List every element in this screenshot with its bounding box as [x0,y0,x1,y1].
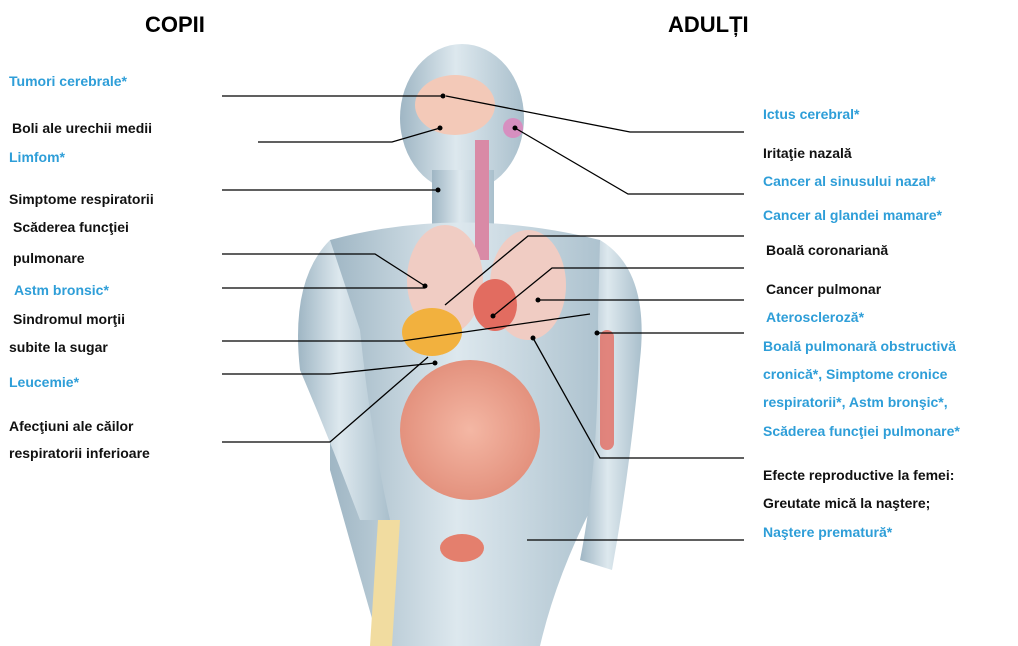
label-stroke: Ictus cerebral* [763,104,860,125]
label-leukemia: Leucemie* [9,372,79,393]
label-coronary: Boală coronariană [766,240,888,261]
dot-nasal [513,126,518,131]
dot-lung-right [536,298,541,303]
label-sids-2: subite la sugar [9,337,108,358]
label-lung-function-2: pulmonare [13,248,85,269]
dot-lung [423,284,428,289]
line-stroke [446,96,744,132]
line-nasal-cancer [515,128,744,194]
line-copd [533,338,744,458]
label-lymphoma: Limfom* [9,147,65,168]
label-nasal-irritation: Iritaţie nazală [763,143,852,164]
line-middle-ear [258,128,440,142]
dot-resp [436,188,441,193]
label-copd-1: Boală pulmonară obstructivă [763,336,956,357]
dot-liver [433,361,438,366]
label-lung-cancer: Cancer pulmonar [766,279,881,300]
dot-ear [438,126,443,131]
label-resp-symptoms: Simptome respiratorii [9,189,154,210]
line-leukemia [222,363,435,374]
label-premature: Naştere prematură* [763,522,892,543]
label-lung-function-1: Scăderea funcţiei [13,217,129,238]
label-repro-2: Greutate mică la naştere; [763,493,930,514]
label-copd-2: cronică*, Simptome cronice [763,364,947,385]
label-copd-4: Scăderea funcţiei pulmonare* [763,421,960,442]
dot-heart [491,314,496,319]
children-header: COPII [145,12,205,38]
line-lower-resp [222,357,428,442]
line-breast-cancer [445,236,744,305]
label-nasal-sinus-cancer: Cancer al sinusului nazal* [763,171,936,192]
dot-aorta [531,336,536,341]
label-copd-3: respiratorii*, Astm bronşic*, [763,392,948,413]
dot-brain [441,94,446,99]
line-coronary [493,268,744,316]
label-atherosclerosis: Ateroscleroză* [766,307,864,328]
label-asthma: Astm bronsic* [14,280,109,301]
label-brain-tumors: Tumori cerebrale* [9,71,127,92]
label-breast-cancer: Cancer al glandei mamare* [763,205,942,226]
label-lower-resp-1: Afecţiuni ale căilor [9,416,133,437]
label-lower-resp-2: respiratorii inferioare [9,443,150,464]
dot-arm [595,331,600,336]
adults-header: ADULȚI [668,12,749,38]
label-repro-1: Efecte reproductive la femei: [763,465,954,486]
label-middle-ear: Boli ale urechii medii [12,118,152,139]
line-lung-function [222,254,425,286]
label-sids-1: Sindromul morţii [13,309,125,330]
